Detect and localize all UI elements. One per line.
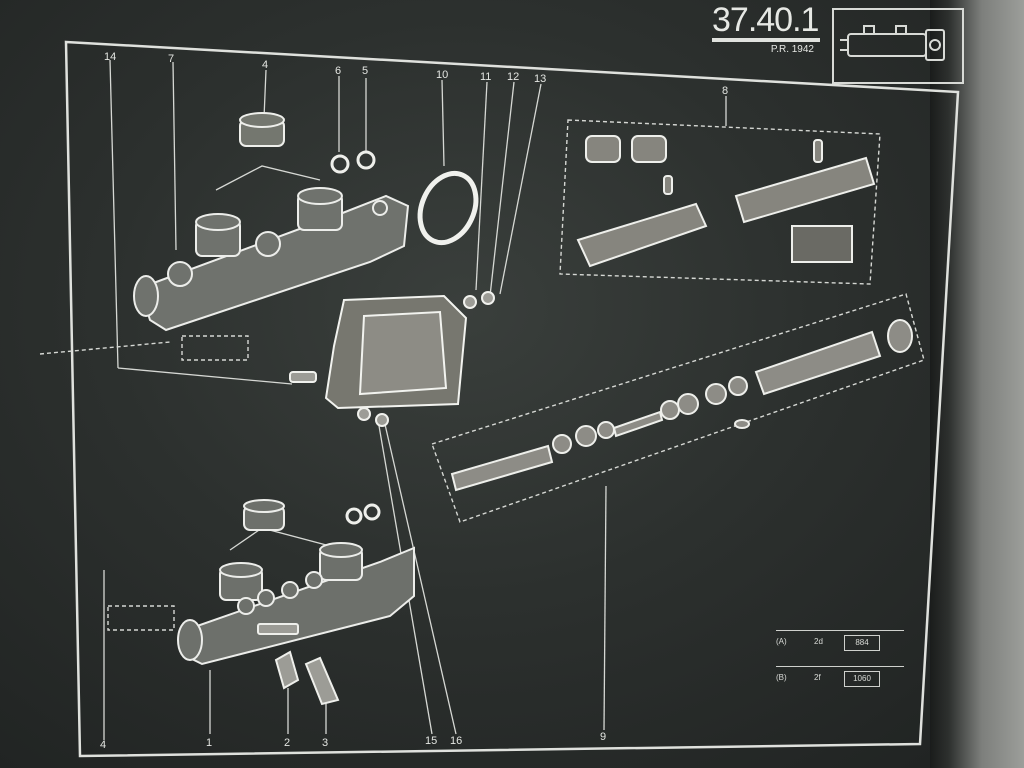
mounting-bracket <box>324 294 468 410</box>
group-boxes <box>39 119 925 631</box>
callout-4-bottom: 4 <box>100 739 106 751</box>
callout-5: 5 <box>362 65 368 77</box>
callout-11: 11 <box>480 71 491 83</box>
callout-16: 16 <box>450 735 462 747</box>
callout-8: 8 <box>722 85 728 97</box>
page-number-underline <box>712 38 820 42</box>
reservoir-seal-top <box>239 112 285 147</box>
leader-lines <box>103 59 727 740</box>
o-ring <box>417 170 479 246</box>
legend-ref: 884 <box>844 635 880 651</box>
legend-ref: 1060 <box>844 671 880 687</box>
callout-2: 2 <box>284 737 290 749</box>
cylinder-thumbnail-icon <box>840 25 945 61</box>
page-reference: 37.40.1 P.R. 1942 <box>712 2 822 62</box>
callout-13: 13 <box>534 73 546 85</box>
legend-model: 2f <box>814 673 821 682</box>
lower-switches <box>257 623 340 706</box>
monitor-bezel <box>930 0 1024 768</box>
callout-3: 3 <box>322 737 328 749</box>
legend-row: (A) 2d 884 <box>776 630 904 655</box>
callout-12: 12 <box>507 71 519 83</box>
legend-model: 2d <box>814 637 823 646</box>
callout-9: 9 <box>600 731 606 743</box>
piston-assembly <box>450 319 913 492</box>
callout-6: 6 <box>335 65 341 77</box>
application-legend: (A) 2d 884 (B) 2f 1060 <box>776 630 904 694</box>
callout-15: 15 <box>425 735 437 747</box>
callout-7: 7 <box>168 53 174 65</box>
diagram-frame <box>64 40 960 758</box>
upper-master-cylinder <box>133 187 410 332</box>
washers-top <box>330 150 376 174</box>
callout-4-top: 4 <box>262 59 268 71</box>
legend-row: (B) 2f 1060 <box>776 666 904 691</box>
bracket-fasteners <box>289 291 495 427</box>
callout-1: 1 <box>206 737 212 749</box>
pr-reference: P.R. 1942 <box>770 44 814 55</box>
legend-code: (A) <box>776 637 787 646</box>
callout-14: 14 <box>104 51 116 63</box>
page-number: 37.40.1 <box>712 1 819 39</box>
cylinder-thumbnail <box>832 8 964 84</box>
lower-master-cylinder <box>177 499 415 666</box>
legend-code: (B) <box>776 673 787 682</box>
washers-lower <box>345 503 381 525</box>
callout-10: 10 <box>436 69 448 81</box>
repair-kit-parts <box>576 135 876 268</box>
